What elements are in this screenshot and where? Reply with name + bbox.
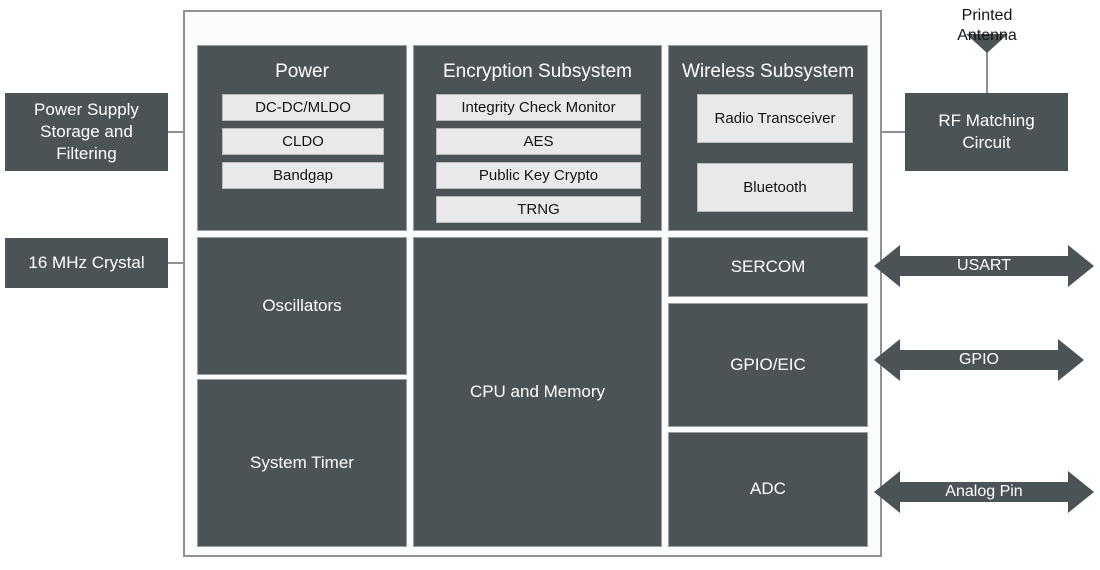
arrow-usart[interactable]: USART <box>874 243 1094 289</box>
oscillators-label: Oscillators <box>262 295 342 315</box>
connector-chip-to-rf-matching <box>866 131 907 133</box>
sub-block-radio-transceiver[interactable]: Radio Transceiver <box>697 94 853 143</box>
sub-block-public-key-crypto[interactable]: Public Key Crypto <box>436 162 641 189</box>
external-block-rf-matching-circuit[interactable]: RF Matching Circuit <box>905 93 1068 171</box>
sub-block-cldo[interactable]: CLDO <box>222 128 384 155</box>
sub-block-integrity-check-monitor[interactable]: Integrity Check Monitor <box>436 94 641 121</box>
rf-matching-label: RF Matching Circuit <box>938 110 1035 152</box>
sub-block-bandgap[interactable]: Bandgap <box>222 162 384 189</box>
crystal-label: 16 MHz Crystal <box>28 252 145 272</box>
block-cpu-and-memory[interactable]: CPU and Memory <box>413 237 662 547</box>
power-supply-label: Power Supply Storage and Filtering <box>34 99 139 164</box>
sub-block-trng[interactable]: TRNG <box>436 196 641 223</box>
connector-antenna-stem <box>986 34 988 94</box>
group-block-wireless-subsystem[interactable]: Wireless Subsystem Radio Transceiver Blu… <box>668 45 868 231</box>
arrow-analog-pin-shape <box>874 471 1094 513</box>
group-title-power: Power <box>275 61 329 82</box>
gpio-eic-label: GPIO/EIC <box>730 354 806 374</box>
block-gpio-eic[interactable]: GPIO/EIC <box>668 303 868 427</box>
block-oscillators[interactable]: Oscillators <box>197 237 407 375</box>
system-timer-label: System Timer <box>250 452 354 472</box>
sub-block-aes[interactable]: AES <box>436 128 641 155</box>
block-system-timer[interactable]: System Timer <box>197 379 407 547</box>
group-block-encryption-subsystem[interactable]: Encryption Subsystem Integrity Check Mon… <box>413 45 662 231</box>
arrow-gpio[interactable]: GPIO <box>874 337 1084 383</box>
arrow-usart-shape <box>874 245 1094 287</box>
sercom-label: SERCOM <box>730 256 806 276</box>
group-title-wireless-subsystem: Wireless Subsystem <box>681 61 855 82</box>
block-sercom[interactable]: SERCOM <box>668 237 868 297</box>
group-block-power[interactable]: Power DC-DC/MLDO CLDO Bandgap <box>197 45 407 231</box>
sub-block-bluetooth[interactable]: Bluetooth <box>697 163 853 212</box>
arrow-gpio-shape <box>874 339 1084 381</box>
arrow-analog-pin[interactable]: Analog Pin <box>874 469 1094 515</box>
adc-label: ADC <box>750 479 786 499</box>
printed-antenna-label: Printed Antenna <box>957 7 1017 44</box>
external-block-crystal[interactable]: 16 MHz Crystal <box>5 238 168 288</box>
block-adc[interactable]: ADC <box>668 432 868 547</box>
cpu-and-memory-label: CPU and Memory <box>469 381 606 401</box>
sub-block-dc-dc-mldo[interactable]: DC-DC/MLDO <box>222 94 384 121</box>
antenna-triangle-icon <box>966 34 1008 53</box>
external-block-power-supply[interactable]: Power Supply Storage and Filtering <box>5 93 168 171</box>
group-title-encryption-subsystem: Encryption Subsystem <box>442 61 633 82</box>
